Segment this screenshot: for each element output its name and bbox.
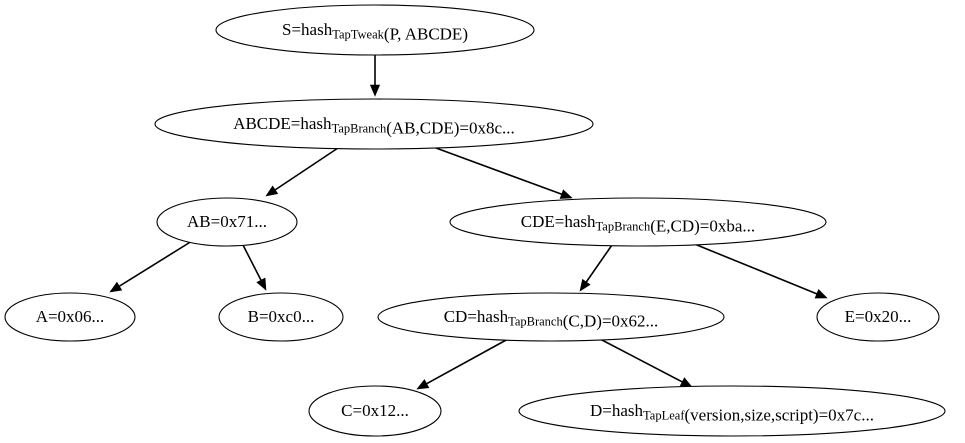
edge-abcde-ab-arrowhead	[265, 185, 279, 197]
edge-cd-d	[599, 338, 693, 388]
edge-cd-d-line	[599, 338, 685, 384]
edge-ab-a-arrowhead	[109, 281, 123, 293]
edge-cd-d-arrowhead	[679, 377, 693, 388]
edge-ab-b-line	[242, 244, 263, 283]
edge-cd-c-arrowhead	[416, 379, 430, 390]
edge-ab-b-arrowhead	[256, 277, 267, 291]
node-c-label: C=0x12...	[341, 401, 409, 420]
node-a[interactable]: A=0x06...	[4, 292, 136, 342]
node-cde[interactable]: CDE=hashTapBranch(E,CD)=0xba...	[449, 197, 827, 247]
edge-cd-c	[416, 338, 509, 390]
node-abcde-ellipse[interactable]	[154, 98, 594, 150]
node-cde-label: CDE=hashTapBranch(E,CD)=0xba...	[521, 212, 755, 236]
node-a-ellipse[interactable]	[4, 292, 136, 342]
node-b-label: B=0xc0...	[248, 307, 315, 326]
edge-abcde-cde-arrowhead	[559, 189, 573, 199]
edge-cde-cd	[579, 244, 613, 292]
node-d-label: D=hashTapLeaf(version,size,script)=0x7c.…	[590, 401, 874, 425]
edge-abcde-cde	[435, 147, 573, 199]
edge-abcde-cde-line	[435, 147, 564, 196]
edge-abcde-ab-line	[273, 147, 339, 192]
node-b[interactable]: B=0xc0...	[218, 292, 344, 342]
edges-layer	[109, 55, 828, 390]
node-cd-ellipse[interactable]	[377, 292, 725, 342]
edge-s-abcde	[369, 55, 381, 97]
node-e-label: E=0x20...	[845, 307, 912, 326]
edge-s-abcde-arrowhead	[369, 84, 381, 97]
node-cd[interactable]: CD=hashTapBranch(C,D)=0x62...	[377, 292, 725, 342]
node-d-ellipse[interactable]	[518, 385, 946, 437]
node-cd-label: CD=hashTapBranch(C,D)=0x62...	[444, 307, 659, 331]
node-abcde[interactable]: ABCDE=hashTapBranch(AB,CDE)=0x8c...	[154, 98, 594, 150]
edge-ab-a	[109, 240, 193, 293]
edge-ab-b	[242, 244, 267, 291]
node-s-ellipse[interactable]	[215, 4, 535, 56]
edge-cde-cd-arrowhead	[579, 278, 591, 292]
nodes-layer: S=hashTapTweak(P, ABCDE) ABCDE=hashTapBra…	[4, 4, 946, 437]
node-s-label: S=hashTapTweak(P, ABCDE)	[282, 20, 468, 44]
node-ab[interactable]: AB=0x71...	[156, 197, 298, 247]
edge-cde-cd-line	[584, 244, 613, 285]
node-ab-ellipse[interactable]	[156, 197, 298, 247]
edge-cde-e-arrowhead	[814, 289, 828, 299]
edge-cd-c-line	[424, 338, 509, 386]
node-b-ellipse[interactable]	[218, 292, 344, 342]
node-a-label: A=0x06...	[36, 307, 105, 326]
edge-abcde-ab	[265, 147, 339, 197]
node-e-ellipse[interactable]	[816, 292, 940, 342]
node-ab-label: AB=0x71...	[187, 212, 267, 231]
node-abcde-label: ABCDE=hashTapBranch(AB,CDE)=0x8c...	[233, 114, 515, 138]
node-c-ellipse[interactable]	[308, 385, 442, 437]
node-c[interactable]: C=0x12...	[308, 385, 442, 437]
edge-ab-a-line	[117, 240, 193, 288]
edge-cde-e	[691, 242, 828, 299]
edge-cde-e-line	[691, 242, 819, 296]
node-d[interactable]: D=hashTapLeaf(version,size,script)=0x7c.…	[518, 385, 946, 437]
node-s[interactable]: S=hashTapTweak(P, ABCDE)	[215, 4, 535, 56]
node-cde-ellipse[interactable]	[449, 197, 827, 247]
node-e[interactable]: E=0x20...	[816, 292, 940, 342]
